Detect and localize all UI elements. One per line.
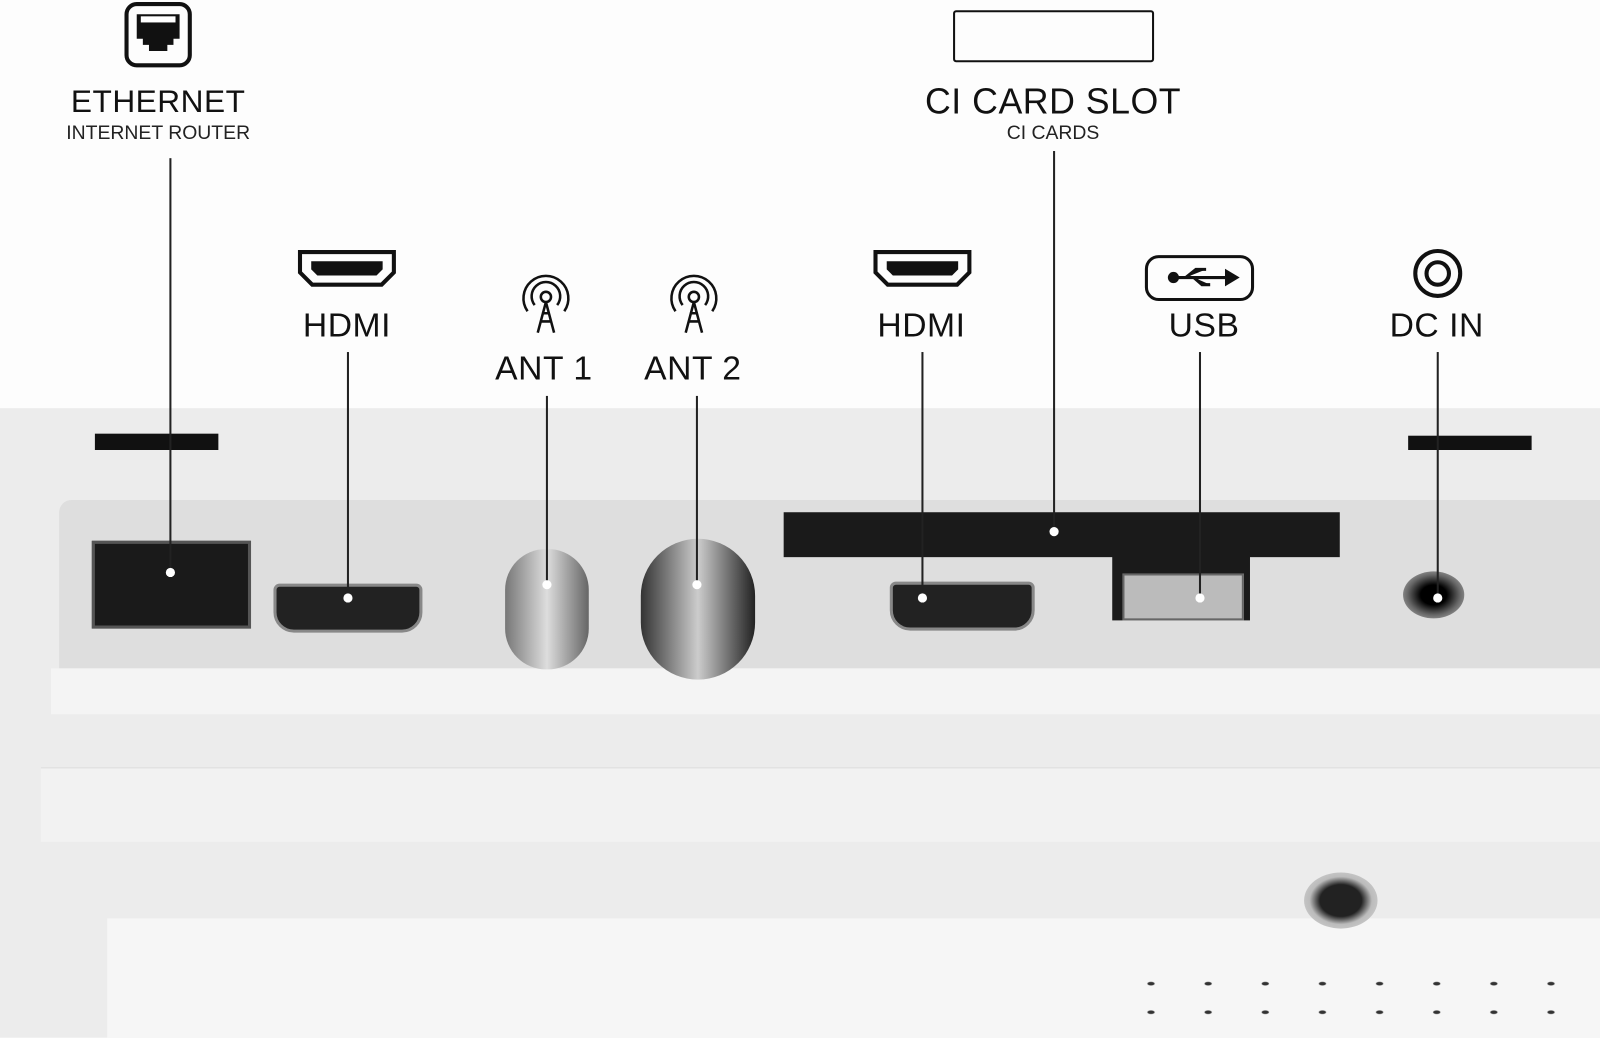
hdmi2-leader <box>921 352 923 597</box>
ant1-leader <box>545 395 548 584</box>
card-slot-icon <box>953 10 1155 63</box>
antenna-icon <box>522 274 570 333</box>
ci-leader <box>1053 151 1055 531</box>
power-jack-icon <box>1413 248 1463 298</box>
screw <box>1304 872 1378 929</box>
usb-leader <box>1198 352 1201 597</box>
ci-slot-label: CI CARD SLOT <box>924 81 1182 122</box>
dcin-label: DC IN <box>1389 306 1484 344</box>
panel-ledge <box>51 668 1600 715</box>
ethernet-label: ETHERNET <box>70 83 246 120</box>
hdmi2-label: HDMI <box>877 306 966 344</box>
ethernet-dot <box>165 567 175 578</box>
hdmi1-label: HDMI <box>302 306 391 344</box>
ethernet-leader <box>169 158 171 572</box>
vent-holes <box>1122 969 1572 1031</box>
ethernet-icon <box>124 2 192 68</box>
ethernet-sublabel: INTERNET ROUTER <box>66 122 251 144</box>
usb-dot <box>1195 593 1205 603</box>
dcin-leader <box>1436 352 1439 597</box>
bracket-right <box>1408 435 1532 450</box>
ci-slot-opening <box>783 512 1340 558</box>
ant2-connector <box>640 538 756 680</box>
bracket-left <box>94 433 219 450</box>
usb-socket <box>1122 573 1244 621</box>
hdmi-port-2 <box>889 581 1035 631</box>
dcin-dot <box>1433 593 1443 603</box>
hdmi-icon <box>297 249 396 287</box>
ant2-label: ANT 2 <box>644 348 742 387</box>
ethernet-port <box>91 540 252 629</box>
ci-dot <box>1049 527 1059 537</box>
antenna-icon <box>670 274 718 333</box>
ant2-leader <box>695 395 698 584</box>
ant2-dot <box>692 580 702 590</box>
ant1-label: ANT 1 <box>495 348 593 387</box>
usb-label: USB <box>1168 306 1240 344</box>
ci-slot-sublabel: CI CARDS <box>1006 122 1100 144</box>
hdmi2-dot <box>917 593 928 603</box>
ant1-dot <box>542 580 552 590</box>
hdmi1-dot <box>343 593 353 603</box>
hdmi1-leader <box>346 352 349 597</box>
hdmi-icon <box>873 249 972 287</box>
panel-lower <box>40 767 1600 842</box>
usb-icon <box>1144 255 1255 302</box>
